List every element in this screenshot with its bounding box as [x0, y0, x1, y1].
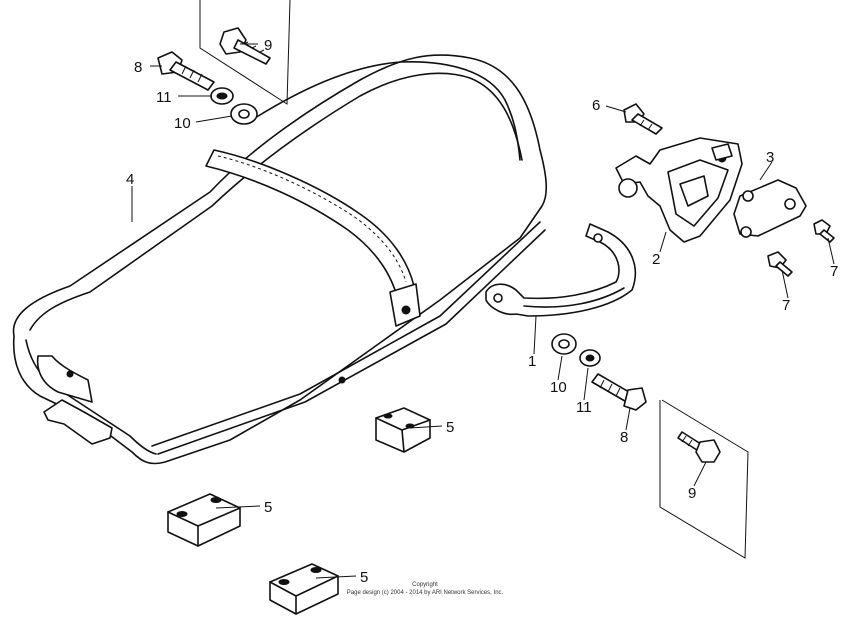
- callout-5-a: 5: [446, 419, 454, 436]
- bolt-with-collar-top: [219, 27, 271, 65]
- callout-7-right: 7: [830, 263, 838, 280]
- seat: [12, 54, 548, 465]
- copyright-line-2: Page design (c) 2004 - 2014 by ARI Netwo…: [347, 590, 504, 596]
- callout-3: 3: [766, 149, 774, 166]
- bolt-top: [157, 51, 215, 91]
- callout-8-lower: 8: [620, 429, 628, 446]
- copyright-line-1: Copyright: [412, 582, 438, 588]
- lock-washer-lower: [579, 349, 601, 367]
- copyright-notice: Copyright Page design (c) 2004 - 2014 by…: [347, 582, 504, 596]
- callout-11-top: 11: [156, 89, 172, 106]
- bolt-lower: [591, 373, 647, 411]
- callout-7-center: 7: [782, 297, 790, 314]
- bolt-part-6: [623, 103, 663, 135]
- grab-rail: [485, 223, 636, 317]
- screw-right: [813, 219, 835, 243]
- reference-frame-bottom: [659, 399, 749, 559]
- callout-9-lower: 9: [688, 485, 696, 502]
- rubber-block-3: [269, 563, 339, 615]
- flat-washer-lower: [551, 333, 577, 355]
- callout-1: 1: [528, 353, 536, 370]
- reference-frame-top: [199, 0, 291, 105]
- callout-5-c: 5: [360, 569, 368, 586]
- callout-5-b: 5: [264, 499, 272, 516]
- bolt-with-collar-lower: [677, 431, 721, 463]
- flat-washer-top: [230, 103, 258, 125]
- screw-center: [767, 251, 793, 277]
- callout-9-top: 9: [264, 37, 272, 54]
- callout-2: 2: [652, 251, 660, 268]
- rubber-block-1: [375, 407, 431, 453]
- seat-lock-bracket: [615, 137, 743, 243]
- callout-6: 6: [592, 97, 600, 114]
- callout-4: 4: [126, 171, 134, 188]
- callout-11-lower: 11: [576, 399, 592, 416]
- mounting-plate: [733, 179, 807, 238]
- callout-10-lower: 10: [550, 379, 567, 396]
- lock-washer-top: [210, 87, 234, 105]
- leader-lines: [131, 43, 835, 579]
- callout-labels: 9 8 11 10 4 6 3 2 7 7 1 10 11 8 9 5 5 5: [126, 37, 838, 586]
- callout-10-top: 10: [174, 115, 191, 132]
- rubber-block-2: [167, 493, 241, 547]
- callout-8-top: 8: [134, 59, 142, 76]
